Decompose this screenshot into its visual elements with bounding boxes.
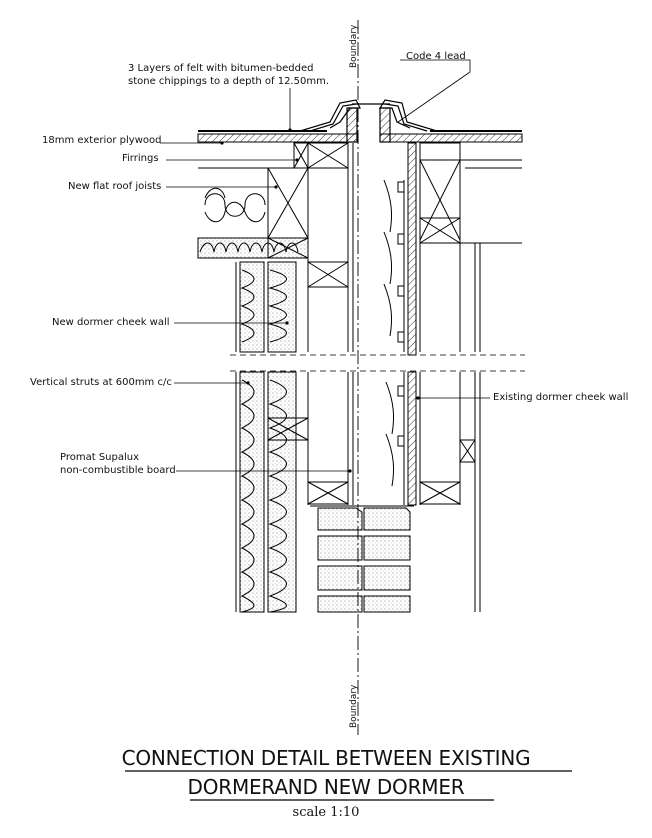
drawing-scale: scale 1:10	[292, 805, 360, 820]
label-new-cheek-wall: New dormer cheek wall	[52, 317, 170, 328]
drawing-title-line1: CONNECTION DETAIL BETWEEN EXISTING	[121, 746, 531, 770]
roof-deck-right	[379, 130, 523, 143]
drawing-title-line2: DORMERAND NEW DORMER	[187, 775, 465, 799]
tile-hanging	[383, 179, 405, 505]
label-struts: Vertical struts at 600mm c/c	[30, 377, 172, 388]
label-felt-line2: stone chippings to a depth of 12.50mm.	[128, 76, 329, 87]
new-cheek-wall-upper	[235, 143, 354, 353]
leader-lines	[160, 59, 490, 472]
lead-capping	[299, 99, 438, 143]
break-lines	[230, 354, 525, 372]
roof-deck-left	[197, 130, 359, 143]
ceiling-insulation	[197, 237, 309, 259]
leader-dots	[220, 128, 420, 473]
label-existing-cheek-wall: Existing dormer cheek wall	[493, 392, 629, 403]
label-joists: New flat roof joists	[68, 181, 162, 192]
roof-joist	[198, 167, 309, 239]
existing-cheek-wall	[407, 142, 522, 612]
label-promat-line1: Promat Supalux	[60, 452, 140, 463]
label-lead: Code 4 lead	[406, 51, 466, 62]
masonry-blocks	[310, 505, 414, 613]
title-underlines	[125, 770, 572, 801]
new-cheek-wall-lower	[235, 371, 354, 613]
label-promat-line2: non-combustible board	[60, 465, 176, 476]
label-plywood: 18mm exterior plywood	[42, 135, 162, 146]
top-plates	[293, 142, 349, 169]
label-firrings: Firrings	[122, 153, 159, 164]
boundary-label-bottom: Boundary	[349, 684, 359, 728]
boundary-label-top: Boundary	[349, 24, 359, 68]
label-felt-line1: 3 Layers of felt with bitumen-bedded	[128, 63, 314, 74]
